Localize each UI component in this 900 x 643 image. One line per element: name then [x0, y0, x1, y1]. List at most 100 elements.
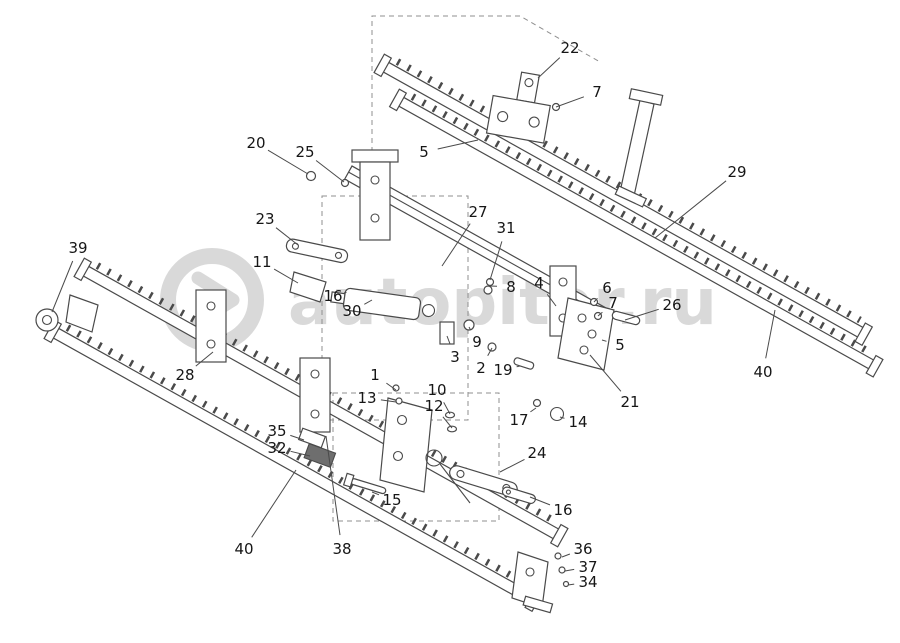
pin-19 [513, 357, 535, 370]
leader-line-40 [251, 469, 297, 538]
callout-1: 1 [370, 366, 380, 384]
leader-line-15 [371, 491, 380, 496]
middle-frame-assembly [285, 149, 641, 371]
callout-22: 22 [560, 39, 579, 57]
callout-21: 21 [620, 393, 639, 411]
middle-left-tower [351, 149, 399, 241]
right-end-plate [557, 297, 641, 371]
leader-line-10 [443, 402, 451, 415]
leader-line-2 [487, 347, 493, 356]
leader-line-35 [290, 434, 305, 441]
leader-line-22 [537, 57, 561, 79]
callout-31: 31 [496, 219, 515, 237]
leader-line-4 [546, 294, 557, 307]
callout-35: 35 [267, 422, 286, 440]
leader-line-16 [529, 496, 551, 506]
callout-13: 13 [357, 389, 376, 407]
leader-line-36 [561, 553, 571, 558]
leader-line-27 [441, 223, 471, 267]
nut-8 [483, 285, 493, 295]
callout-20: 20 [246, 134, 265, 152]
part-9 [463, 319, 475, 331]
callout-6: 6 [602, 279, 612, 297]
part-3 [439, 321, 455, 345]
leader-line-26 [624, 308, 659, 321]
pin-26 [611, 310, 641, 326]
lower-tower-2 [299, 357, 331, 433]
leader-line-30 [364, 299, 373, 305]
leader-line-20 [267, 149, 309, 175]
callout-25: 25 [295, 143, 314, 161]
leader-line-34 [567, 583, 575, 586]
bracket-11 [289, 271, 327, 303]
callout-19: 19 [493, 361, 512, 379]
leader-line-28 [195, 351, 214, 367]
clamp-32 [303, 442, 337, 469]
pin-16 [501, 486, 536, 505]
bolt-13 [395, 397, 403, 405]
leader-line-40 [765, 309, 776, 359]
leader-line-31 [489, 241, 503, 281]
callout-10: 10 [427, 381, 446, 399]
callout-27: 27 [468, 203, 487, 221]
callout-3: 3 [450, 348, 460, 366]
callout-7: 7 [592, 83, 602, 101]
callout-15: 15 [382, 491, 401, 509]
leader-line-21 [589, 354, 622, 392]
part-2 [487, 342, 497, 352]
leader-line-38 [325, 435, 341, 536]
top-bar-assembly [373, 53, 884, 378]
leader-line-29 [654, 180, 727, 239]
callout-30: 30 [342, 302, 361, 320]
washer-37 [558, 566, 566, 574]
end-bracket [511, 551, 554, 614]
top-mount-bracket [485, 71, 551, 144]
callout-40: 40 [234, 540, 253, 558]
callout-16: 16 [323, 287, 342, 305]
ring-14 [549, 406, 565, 422]
leader-line-5 [437, 139, 479, 150]
leader-line-6 [593, 297, 598, 303]
callout-17: 17 [509, 411, 528, 429]
callout-34: 34 [578, 573, 597, 591]
leader-line-37 [564, 568, 575, 572]
link-23 [285, 238, 349, 264]
callout-23: 23 [255, 210, 274, 228]
callout-37: 37 [578, 558, 597, 576]
leader-line-14 [559, 416, 565, 419]
leader-line-17 [530, 407, 537, 413]
leader-line-5 [601, 339, 607, 342]
callout-16: 16 [553, 501, 572, 519]
callout-39: 39 [68, 239, 87, 257]
leader-line-3 [446, 335, 451, 345]
callout-26: 26 [662, 296, 681, 314]
leader-line-7 [597, 311, 603, 317]
leader-line-7 [555, 96, 585, 108]
leader-line-12 [442, 416, 453, 429]
callout-4: 4 [534, 274, 544, 292]
callout-5: 5 [615, 336, 625, 354]
bolt-36 [554, 552, 562, 560]
callout-40: 40 [753, 363, 772, 381]
lower-bar-assembly [35, 257, 570, 614]
cylinder-30 [330, 287, 436, 321]
top-toothed-bar-2 [388, 88, 884, 378]
callout-12: 12 [424, 397, 443, 415]
callout-24: 24 [527, 444, 546, 462]
lower-tower-1 [195, 289, 227, 363]
leader-line-9 [468, 326, 471, 330]
washer-10 [444, 411, 456, 419]
callout-7: 7 [608, 294, 618, 312]
callout-8: 8 [506, 278, 516, 296]
leader-line-25 [315, 160, 345, 183]
callout-11: 11 [252, 253, 271, 271]
callout-38: 38 [332, 540, 351, 558]
bolt-20 [305, 170, 317, 182]
callout-5: 5 [419, 143, 429, 161]
bolt-17 [532, 398, 542, 408]
leader-line-24 [499, 458, 525, 473]
leader-line-23 [275, 227, 299, 246]
